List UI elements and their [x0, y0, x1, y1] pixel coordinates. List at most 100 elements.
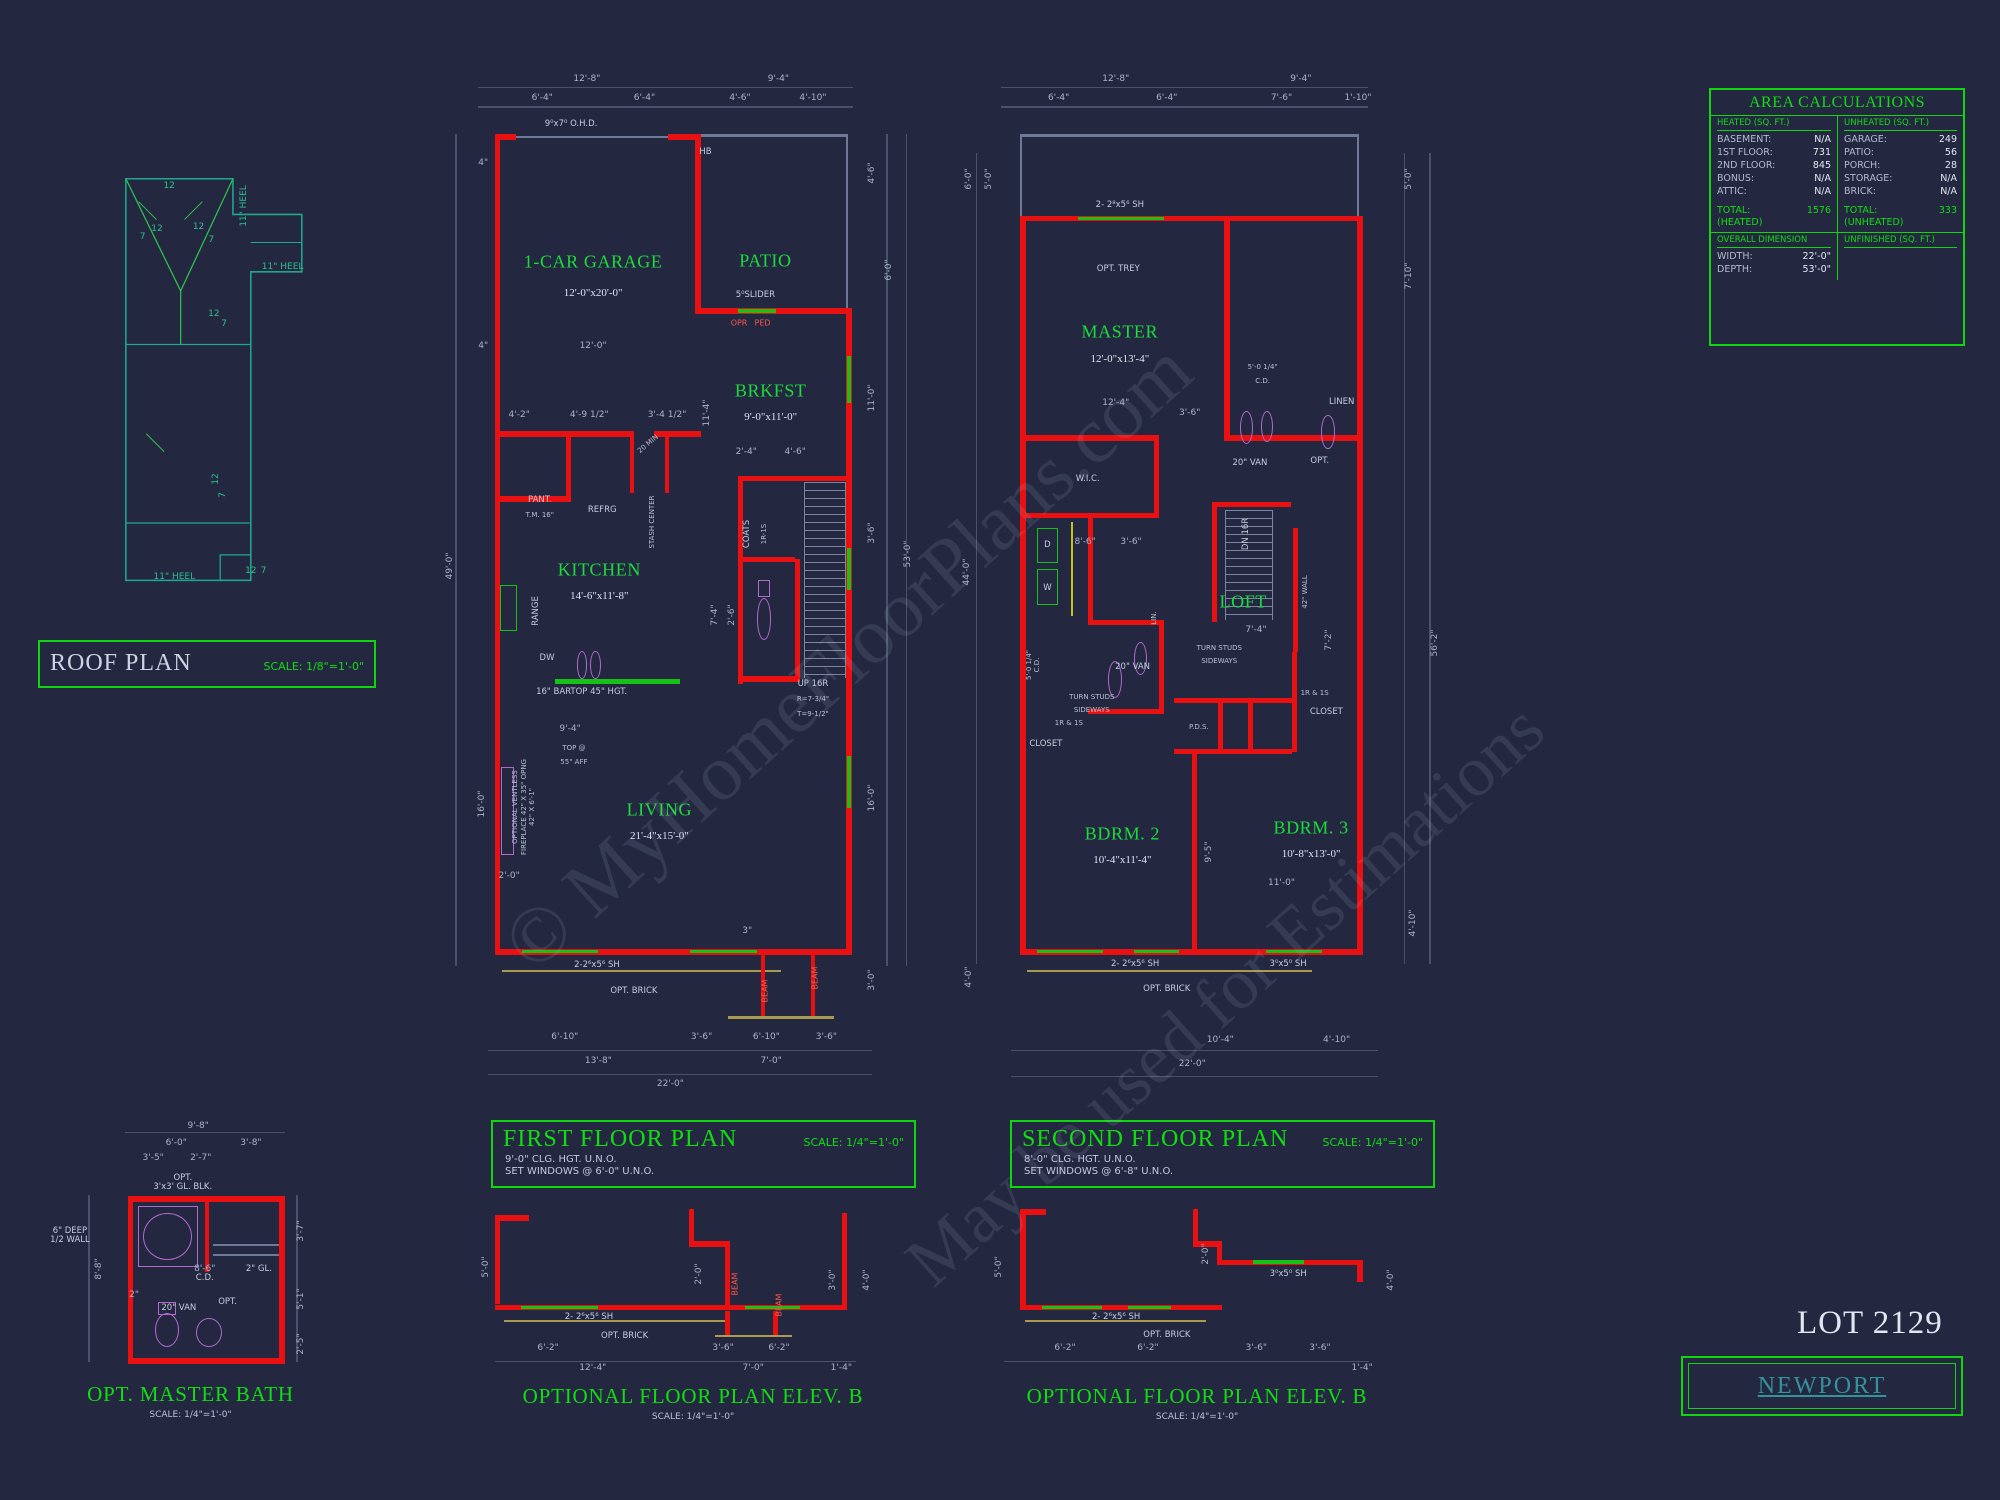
plan-label: 4'-0"	[862, 1269, 873, 1291]
plan-label: SIDEWAYS	[1073, 705, 1110, 714]
unheated-row: PORCH:28	[1844, 160, 1957, 171]
heated-total: TOTAL:1576	[1717, 205, 1831, 216]
plan-shape-fb	[758, 579, 770, 598]
plan-label: SIDEWAYS	[1201, 656, 1238, 665]
plan-label: 3⁰x5⁰ SH	[1269, 1269, 1307, 1280]
plan-label: 9'-0"x11'-0"	[744, 411, 798, 424]
plan-label: CLOSET	[1309, 706, 1343, 717]
plan-shape-st	[803, 481, 847, 679]
plan-shape-wl	[737, 676, 800, 683]
opt-master-bath-plan: 9'-8"6'-0"3'-8"3'-5"2'-7"OPT.3'x3' GL. B…	[48, 1116, 333, 1378]
plan-label: 3'-4 1/2"	[647, 410, 687, 421]
plan-label: 7'-0"	[760, 1056, 782, 1067]
plan-label: 7	[260, 565, 267, 576]
unfinished-header: UNFINISHED (SQ. FT.)	[1844, 235, 1957, 248]
plan-label: 10'-4"x11'-4"	[1093, 854, 1152, 867]
plan-shape-wl	[494, 948, 852, 955]
plan-label: TURN STUDS	[1196, 644, 1242, 653]
plan-label: OPT. BRICK	[601, 1331, 649, 1342]
plan-label: 9'-5"	[1204, 841, 1215, 863]
plan-label: 12'-0"x13'-4"	[1090, 353, 1150, 366]
plan-shape-gb	[1036, 569, 1059, 605]
plan-shape-fb	[501, 766, 514, 856]
plan-label: COATS	[741, 519, 752, 548]
plan-shape-dl	[1003, 1360, 1369, 1362]
plan-shape-wl	[653, 430, 702, 437]
plan-label: 44'-0"	[961, 558, 972, 586]
plan-shape-wl	[1357, 1259, 1363, 1283]
plan-label: P.D.S.	[1189, 723, 1209, 732]
plan-label: 4'-10"	[1408, 909, 1419, 937]
plan-label: 4'-6"	[784, 446, 806, 457]
plan-shape-dl	[478, 86, 853, 88]
plan-label: BDRM. 2	[1084, 823, 1160, 844]
plan-shape-dl	[87, 1194, 90, 1363]
plan-shape-wl	[1020, 948, 1364, 955]
plan-label: W.I.C.	[1075, 473, 1100, 484]
plan-label: BEAM	[730, 1272, 740, 1296]
plan-shape-fx	[1321, 415, 1335, 449]
overall-row: WIDTH:22'-0"	[1717, 251, 1831, 262]
plan-label: 6'-0"	[165, 1137, 187, 1148]
plan-label: OPT. TREY	[1096, 263, 1140, 274]
plan-shape-wl	[1174, 698, 1292, 704]
plan-label: 12'-0"x20'-0"	[563, 286, 623, 299]
plan-shape-wl	[1293, 527, 1298, 653]
plan-label: 1R & 1S	[1300, 688, 1329, 697]
plan-label: 56'-2"	[1429, 629, 1440, 657]
plan-label: 11" HEEL	[261, 261, 304, 272]
area-calculations-panel: AREA CALCULATIONS HEATED (SQ. FT.) BASEM…	[1709, 88, 1965, 346]
plan-shape-wn	[744, 1305, 801, 1310]
first-floor-scale: SCALE: 1/4"=1'-0"	[803, 1136, 905, 1149]
plan-shape-wl	[1020, 215, 1026, 954]
plan-label: 1R-1S	[760, 523, 769, 545]
plan-label: 6'-0"	[964, 168, 975, 190]
unheated-column: UNHEATED (SQ. FT.) GARAGE:249 PATIO:56 P…	[1837, 116, 1963, 232]
plan-label: C.D.	[1032, 657, 1041, 673]
plan-shape-dl	[1011, 1049, 1379, 1051]
plan-shape-dl	[905, 134, 907, 967]
plan-label: OPT.	[173, 1172, 193, 1183]
plan-label: 1'-4"	[830, 1363, 853, 1374]
plan-shape-wn	[1036, 949, 1103, 954]
plan-label: 53'-0"	[903, 540, 914, 568]
plan-shape-bk	[714, 1335, 792, 1338]
plan-shape-wl	[1224, 215, 1230, 441]
plan-label: HB	[699, 147, 712, 158]
unheated-row: GARAGE:249	[1844, 134, 1957, 145]
plan-label: 4'-0"	[964, 966, 975, 988]
plan-label: 3'-7"	[295, 1220, 306, 1242]
plan-shape-yl	[1071, 522, 1073, 616]
heated-row: 2ND FLOOR:845	[1717, 160, 1831, 171]
plan-label: 20 MIN	[636, 433, 661, 456]
plan-label: 2- 2⁶x5⁶ SH	[1091, 1311, 1141, 1322]
plan-label: 2'-6"	[727, 604, 738, 626]
heated-row: BASEMENT:N/A	[1717, 134, 1831, 145]
plan-label: 20" VAN	[1232, 458, 1268, 469]
plan-label: 2-2⁶x5⁶ SH	[574, 960, 620, 971]
plan-label: 11" HEEL	[239, 185, 250, 228]
plan-label: 5'-0"	[480, 1256, 491, 1278]
plan-shape-bk	[1025, 1320, 1206, 1323]
plan-shape-ln	[213, 1244, 279, 1247]
second-floor-title-box: SECOND FLOOR PLAN SCALE: 1/4"=1'-0" 8'-0…	[1010, 1120, 1435, 1188]
plan-label: 9'-8"	[187, 1121, 209, 1132]
plan-shape-fx	[196, 1317, 222, 1347]
plan-shape-wl	[1020, 1208, 1026, 1305]
plan-shape-wl	[494, 134, 501, 956]
plan-label: 7	[221, 319, 227, 329]
plan-shape-wn	[521, 1305, 599, 1310]
plan-label: C.D.	[195, 1273, 214, 1284]
plan-shape-fx	[1239, 411, 1253, 445]
plan-label: LOFT	[1219, 591, 1267, 612]
plan-label: 1/2 WALL	[50, 1235, 90, 1246]
plan-shape-wl	[494, 430, 634, 437]
plan-label: OPT. BRICK	[610, 986, 658, 997]
plan-shape-fb	[157, 1302, 177, 1316]
roof-plan-title: ROOF PLAN	[50, 650, 192, 676]
lot-number: LOT 2129	[1797, 1305, 1943, 1341]
plan-label: BEAM	[810, 966, 820, 990]
plan-label: 2'-0"	[498, 871, 520, 881]
plan-shape-wl	[1357, 215, 1364, 954]
